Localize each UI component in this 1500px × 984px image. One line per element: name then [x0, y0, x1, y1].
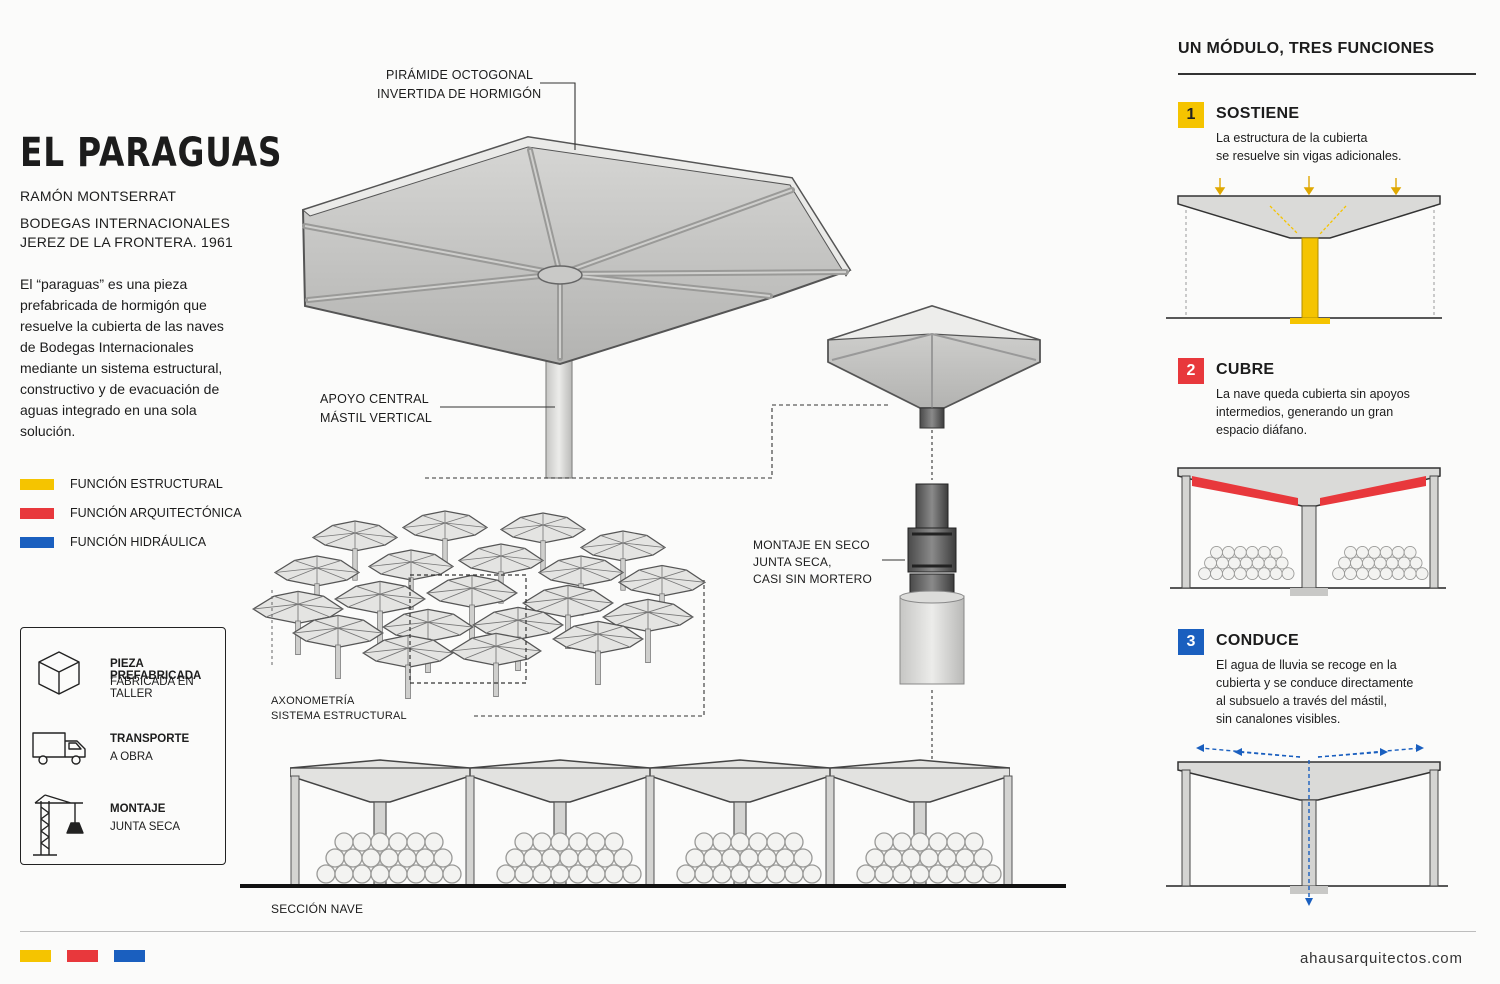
function-desc-line: sin canalones visibles. [1216, 712, 1341, 726]
large-umbrella-drawing [301, 135, 852, 479]
process-box: PIEZA PREFABRICADA FABRICADA EN TALLER T… [20, 627, 226, 865]
support-label-line1: APOYO CENTRAL [320, 392, 429, 406]
function-title: CONDUCE [1216, 632, 1299, 649]
process-subtitle: A OBRA [110, 751, 153, 763]
function-desc-line: al subsuelo a través del mástil, [1216, 694, 1387, 708]
legend-item-architectural: FUNCIÓN ARQUITECTÓNICA [20, 505, 242, 521]
cube-icon [38, 651, 80, 695]
process-item-prefab: PIEZA PREFABRICADA FABRICADA EN TALLER [31, 648, 221, 708]
legend-label: FUNCIÓN ARQUITECTÓNICA [70, 506, 242, 520]
axon-label-line1: AXONOMETRÍA [271, 695, 355, 707]
footer-swatch-red [67, 950, 98, 962]
functions-heading: UN MÓDULO, TRES FUNCIONES [1178, 40, 1435, 57]
axon-label-line2: SISTEMA ESTRUCTURAL [271, 710, 407, 722]
process-item-transport: TRANSPORTE A OBRA [31, 723, 221, 783]
umbrella-head-drawing [827, 305, 1041, 429]
mount-label-line1: MONTAJE EN SECO [753, 538, 870, 552]
section-drawing [240, 759, 1066, 888]
function-desc-line: cubierta y se conduce directamente [1216, 676, 1414, 690]
function-sostiene: 1 SOSTIENE La estructura de la cubierta … [1178, 102, 1402, 163]
function-number-badge: 3 [1178, 629, 1204, 655]
dry-joint-drawing [899, 483, 965, 685]
function-desc-line: La estructura de la cubierta [1216, 131, 1368, 145]
diagram-sostiene [1166, 176, 1442, 324]
mount-label-line3: CASI SIN MORTERO [753, 572, 872, 586]
website-link[interactable]: ahausarquitectos.com [1300, 950, 1463, 967]
architect-name: RAMÓN MONTSERRAT [20, 188, 177, 204]
support-label-line2: MÁSTIL VERTICAL [320, 411, 433, 425]
function-conduce: 3 CONDUCE El agua de lluvia se recoge en… [1178, 629, 1413, 726]
footer-swatch-blue [114, 950, 145, 962]
project-location: JEREZ DE LA FRONTERA. 1961 [20, 234, 233, 250]
function-cubre: 2 CUBRE La nave queda cubierta sin apoyo… [1178, 358, 1410, 437]
crane-icon [33, 794, 84, 856]
description: El “paraguas” es una pieza prefabricada … [20, 276, 224, 439]
diagram-cubre [1170, 467, 1446, 596]
axonometry-drawing [252, 510, 706, 700]
process-title: PIEZA PREFABRICADA [110, 658, 202, 682]
process-subtitle: JUNTA SECA [110, 821, 181, 833]
function-desc: La estructura de la cubierta se resuelve… [1216, 129, 1402, 165]
section-label: SECCIÓN NAVE [271, 902, 364, 916]
function-desc-line: espacio diáfano. [1216, 423, 1308, 437]
function-title: SOSTIENE [1216, 105, 1300, 122]
pyramid-label-line2: INVERTIDA DE HORMIGÓN [377, 87, 542, 101]
project-name: BODEGAS INTERNACIONALES [20, 215, 230, 231]
function-number-badge: 1 [1178, 102, 1204, 128]
legend-label: FUNCIÓN HIDRÁULICA [70, 535, 207, 549]
mount-label-line2: JUNTA SECA, [753, 555, 832, 569]
legend-swatch [20, 536, 54, 548]
footer-swatch-yellow [20, 950, 51, 962]
function-desc-line: se resuelve sin vigas adicionales. [1216, 149, 1402, 163]
diagram-conduce [1166, 744, 1448, 906]
function-desc: La nave queda cubierta sin apoyos interm… [1216, 385, 1410, 439]
legend-swatch [20, 507, 54, 519]
process-item-assembly: MONTAJE JUNTA SECA [31, 793, 221, 856]
legend-label: FUNCIÓN ESTRUCTURAL [70, 477, 223, 491]
function-desc-line: intermedios, generando un gran [1216, 405, 1394, 419]
function-desc-line: La nave queda cubierta sin apoyos [1216, 387, 1410, 401]
functions-divider [1178, 73, 1476, 75]
function-desc-line: El agua de lluvia se recoge en la [1216, 658, 1397, 672]
process-subtitle: FABRICADA EN TALLER [110, 676, 194, 700]
footer-divider [20, 931, 1476, 932]
process-title: MONTAJE [110, 803, 166, 815]
legend-swatch [20, 478, 54, 490]
function-title: CUBRE [1216, 361, 1275, 378]
function-number-badge: 2 [1178, 358, 1204, 384]
page-title: EL PARAGUAS [20, 130, 283, 176]
pyramid-label-line1: PIRÁMIDE OCTOGONAL [386, 68, 534, 82]
legend-item-hydraulic: FUNCIÓN HIDRÁULICA [20, 534, 206, 550]
legend-item-structural: FUNCIÓN ESTRUCTURAL [20, 476, 223, 492]
process-title: TRANSPORTE [110, 733, 190, 745]
truck-icon [32, 732, 86, 765]
function-desc: El agua de lluvia se recoge en la cubier… [1216, 656, 1413, 728]
